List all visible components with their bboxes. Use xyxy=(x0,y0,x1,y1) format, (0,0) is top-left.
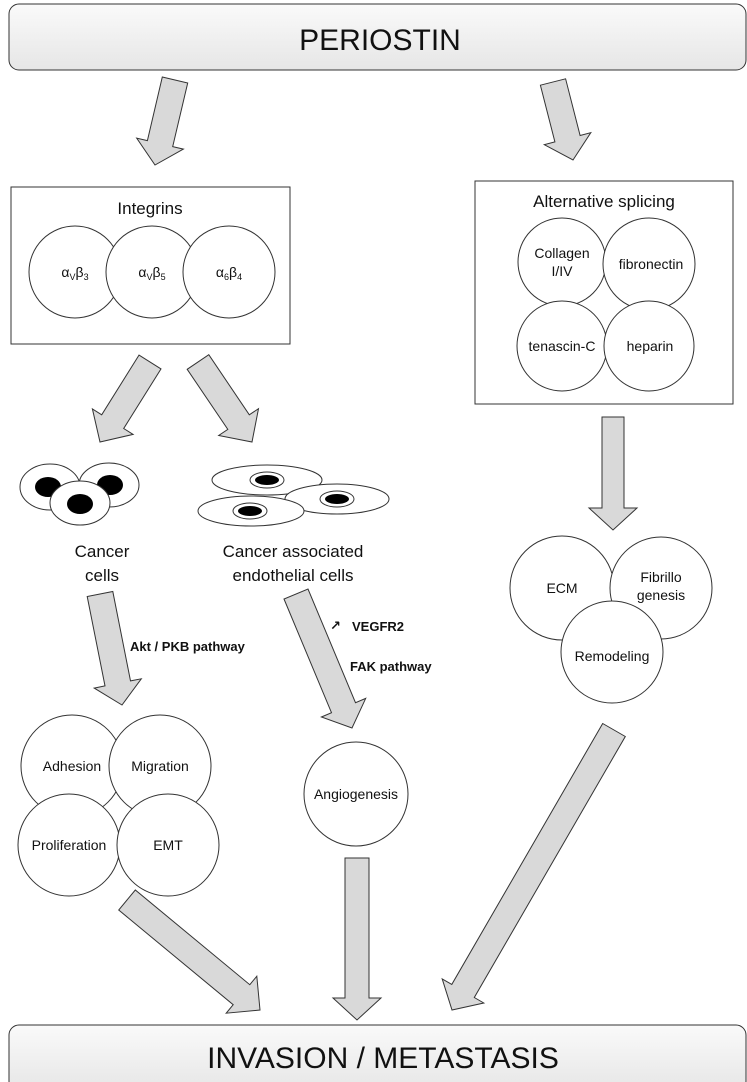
arrow-periostin-to-splicing xyxy=(539,78,592,161)
periostin-title: PERIOSTIN xyxy=(299,24,461,57)
integrin-circle-3 xyxy=(182,225,276,319)
integrin-label-1: αVβ3 xyxy=(61,264,88,282)
tenascin-label: tenascin-C xyxy=(529,338,596,354)
cancer-cells-illustration xyxy=(19,462,140,526)
endothelial-label-line2: endothelial cells xyxy=(233,566,354,585)
endothelial-label-line1: Cancer associated xyxy=(223,542,364,561)
arrow-group xyxy=(86,76,639,1021)
heparin-label: heparin xyxy=(627,338,674,354)
arrow-integrins-to-cancer-cells xyxy=(91,354,162,443)
integrins-heading: Integrins xyxy=(117,199,182,218)
emt-label: EMT xyxy=(153,837,183,853)
invasion-title: INVASION / METASTASIS xyxy=(207,1042,559,1075)
endothelial-cells-illustration xyxy=(197,464,390,527)
integrin-label-2: αVβ5 xyxy=(138,264,165,282)
arrow-integrins-to-endothelial xyxy=(186,354,260,443)
arrow-angiogenesis-to-invasion xyxy=(331,857,383,1021)
akt-pathway-label: Akt / PKB pathway xyxy=(130,639,246,654)
emt-circle xyxy=(116,793,220,897)
fibrillo-label-line2: genesis xyxy=(637,587,685,603)
arrow-cancer-cells-to-outcomes xyxy=(86,590,143,706)
invasion-banner: INVASION / METASTASIS xyxy=(8,1024,747,1082)
splicing-heading: Alternative splicing xyxy=(533,192,675,211)
collagen-circle xyxy=(517,217,607,307)
arrow-outcomes-to-invasion xyxy=(117,889,261,1014)
collagen-label-line1: Collagen xyxy=(534,245,589,261)
angiogenesis-circle xyxy=(303,741,409,847)
angiogenesis-node: Angiogenesis xyxy=(303,741,409,847)
heparin-circle xyxy=(603,300,695,392)
arrow-endothelial-to-angiogenesis xyxy=(283,588,367,729)
splicing-box: Alternative splicing Collagen I/IV fibro… xyxy=(474,180,734,405)
vegfr2-label: VEGFR2 xyxy=(352,619,404,634)
ecm-cluster: ECM Fibrillo genesis Remodeling xyxy=(509,535,713,704)
integrin-label-3: α6β4 xyxy=(216,264,242,282)
fak-pathway-label: FAK pathway xyxy=(350,659,432,674)
collagen-label-line2: I/IV xyxy=(551,263,573,279)
arrow-ecm-to-invasion xyxy=(441,722,626,1011)
adhesion-label: Adhesion xyxy=(43,758,101,774)
cancer-cells-label-line2: cells xyxy=(85,566,119,585)
remodeling-circle xyxy=(560,600,664,704)
angiogenesis-label: Angiogenesis xyxy=(314,786,398,802)
cancer-outcomes-cluster: Adhesion Migration Proliferation EMT xyxy=(17,714,220,897)
arrow-splicing-to-ecm xyxy=(587,416,639,531)
cancer-cells-label-line1: Cancer xyxy=(75,542,130,561)
fibrillo-label-line1: Fibrillo xyxy=(640,569,681,585)
vegfr-arrow-icon: ↗ xyxy=(330,618,341,633)
arrow-periostin-to-integrins xyxy=(135,76,189,166)
fibronectin-label: fibronectin xyxy=(619,256,684,272)
integrins-box: Integrins αVβ3 αVβ5 α6β4 xyxy=(10,186,291,345)
ecm-label: ECM xyxy=(546,580,577,596)
remodeling-label: Remodeling xyxy=(575,648,650,664)
periostin-banner: PERIOSTIN xyxy=(8,3,747,71)
proliferation-label: Proliferation xyxy=(32,837,107,853)
migration-label: Migration xyxy=(131,758,189,774)
